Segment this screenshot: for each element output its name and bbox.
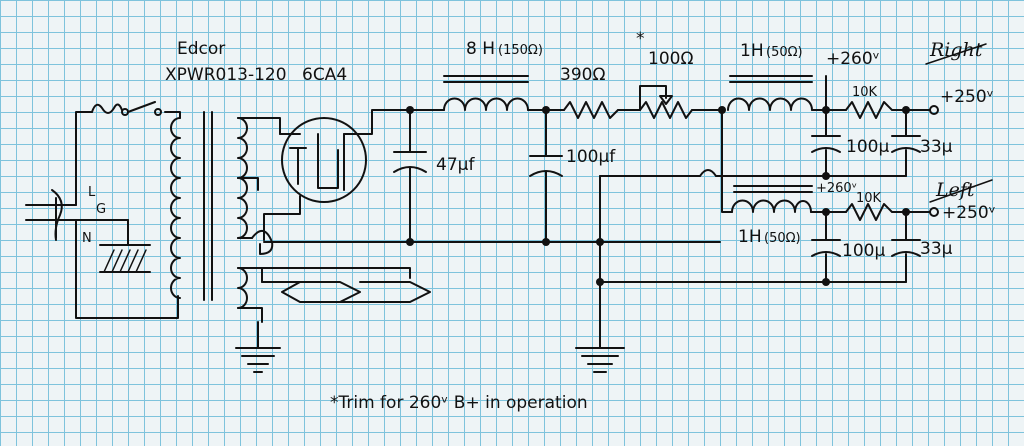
junction-dot	[596, 238, 604, 246]
left-cap-33	[891, 211, 921, 283]
right-output-terminal	[929, 105, 939, 115]
rectifier-tube	[279, 109, 385, 203]
junction-dot	[542, 238, 550, 246]
fuse	[91, 103, 129, 116]
right-cap-33	[823, 109, 921, 177]
main-choke-inductance: 8 H	[466, 39, 495, 59]
junction-dot	[822, 278, 830, 286]
ground-bus	[263, 169, 907, 373]
junction-dot	[406, 106, 414, 114]
left-output-terminal	[929, 207, 939, 217]
power-transformer	[170, 111, 248, 309]
right-cap-33-label: 33μ	[920, 137, 953, 157]
left-channel-choke	[731, 185, 847, 213]
right-choke-inductance: 1H	[740, 41, 764, 61]
left-node-voltage: +260ᵛ	[816, 181, 857, 196]
power-switch	[127, 101, 162, 116]
right-channel-choke	[727, 75, 847, 111]
pin-label-neutral: N	[82, 231, 92, 246]
series-resistor	[563, 101, 619, 119]
junction-dot	[406, 238, 414, 246]
cap-100uf-label: 100μf	[566, 147, 616, 167]
left-channel-label: Left	[935, 179, 975, 201]
chassis-ground	[99, 244, 151, 273]
rectifier-tube-label: 6CA4	[302, 65, 347, 85]
left-cap-100	[811, 211, 841, 283]
left-label-underline	[929, 179, 993, 203]
right-cap-100-label: 100μ	[846, 137, 889, 157]
left-choke-inductance: 1H	[738, 227, 762, 247]
series-resistor-label: 390Ω	[560, 65, 605, 85]
right-node-voltage: +260ᵛ	[826, 49, 880, 69]
right-resistor	[845, 101, 931, 119]
trim-pot-marker: *	[636, 29, 645, 49]
main-choke-resistance: (150Ω)	[498, 43, 543, 58]
junction-dot	[596, 278, 604, 286]
right-label-underline	[925, 43, 987, 65]
right-resistor-label: 10K	[852, 85, 878, 100]
cap-47uf	[393, 151, 427, 243]
footnote: *Trim for 260ᵛ B+ in operation	[330, 393, 588, 413]
transformer-model: XPWR013-120	[165, 65, 287, 85]
cap-47uf-label: 47μf	[436, 155, 475, 175]
left-choke-resistance: (50Ω)	[764, 231, 801, 246]
heater-winding	[261, 281, 431, 303]
right-channel-label: Right	[929, 39, 983, 61]
left-cap-33-label: 33μ	[920, 239, 953, 259]
left-resistor	[845, 203, 931, 221]
cap-100uf	[529, 155, 563, 243]
right-output-voltage: +250ᵛ	[940, 87, 994, 107]
left-cap-100-label: 100μ	[842, 241, 885, 261]
pin-label-ground: G	[96, 202, 106, 217]
left-output-voltage: +250ᵛ	[942, 203, 996, 223]
transformer-brand: Edcor	[177, 39, 225, 59]
trim-pot-label: 100Ω	[648, 49, 693, 69]
main-choke	[443, 75, 529, 111]
left-resistor-label: 10K	[856, 191, 882, 206]
pin-label-line: L	[88, 185, 96, 200]
trim-pot	[639, 85, 693, 119]
right-choke-resistance: (50Ω)	[766, 45, 803, 60]
secondary-wiring	[237, 117, 411, 323]
left-channel-feed	[721, 109, 733, 213]
mains-wiring	[75, 111, 181, 319]
ac-plug	[25, 189, 77, 241]
junction-dot	[822, 172, 830, 180]
junction-dot	[542, 106, 550, 114]
right-cap-100	[811, 109, 841, 177]
transformer-ground	[235, 321, 281, 373]
